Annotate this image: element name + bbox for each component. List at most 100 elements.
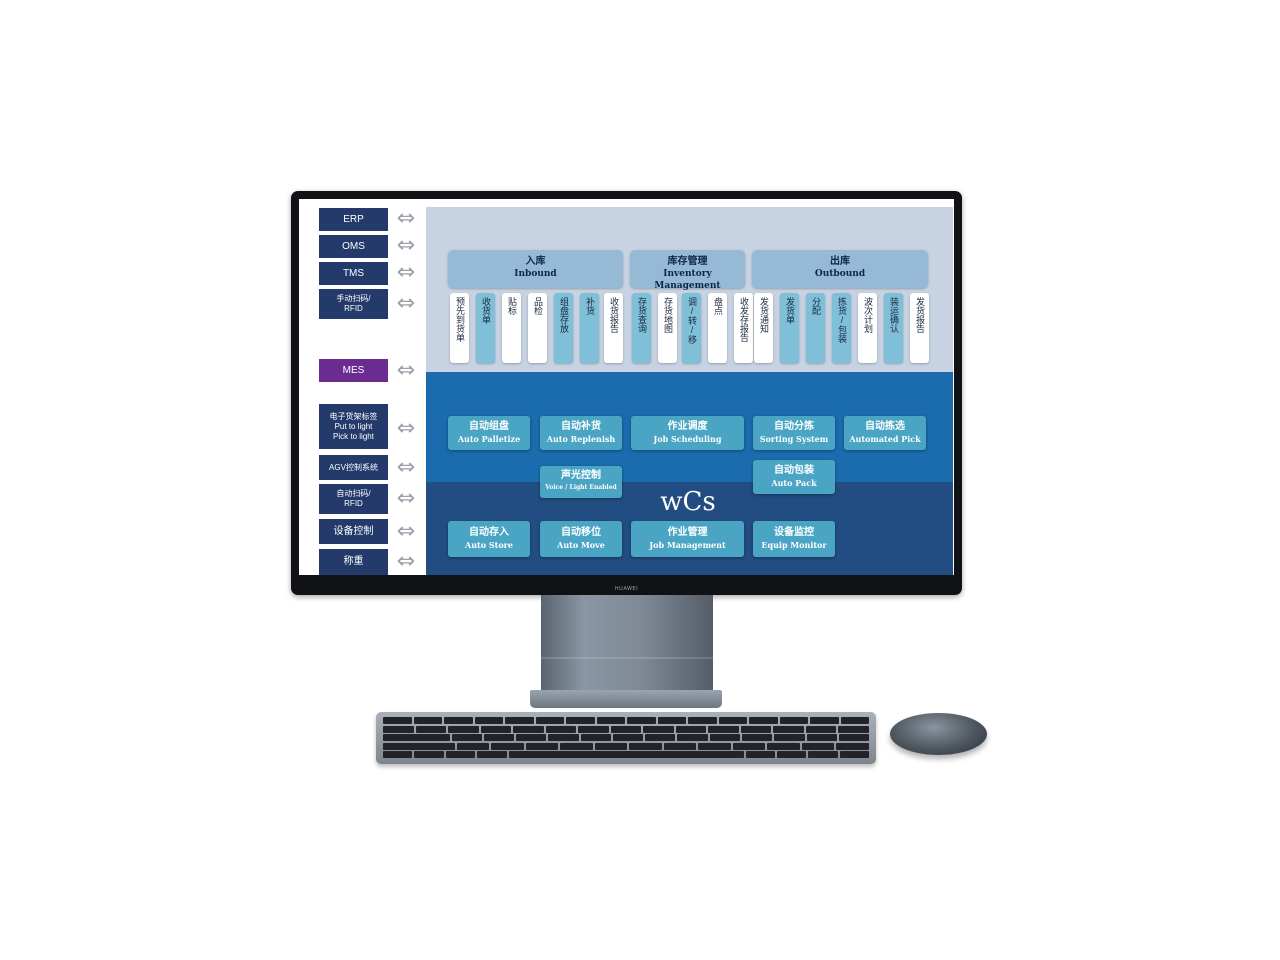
- keyboard-key: [774, 734, 805, 741]
- keyboard-key: [383, 717, 412, 724]
- system-agv-control[interactable]: AGV控制系统: [319, 455, 388, 480]
- wcs-equip-monitor-zh: 设备监控: [774, 527, 814, 538]
- category-inventory-zh: 库存管理: [667, 256, 708, 267]
- wcs-sorting-system[interactable]: 自动分拣 Sorting System: [753, 416, 835, 450]
- category-outbound[interactable]: 出库 Outbound: [752, 250, 928, 288]
- category-outbound-zh: 出库: [830, 256, 850, 267]
- wcs-sorting-system-en: Sorting System: [759, 434, 829, 444]
- wcs-job-scheduling-en: Job Scheduling: [653, 434, 722, 444]
- system-erp[interactable]: ERP: [319, 208, 388, 231]
- wms-function-card[interactable]: 分配: [806, 293, 825, 363]
- system-oms[interactable]: OMS: [319, 235, 388, 258]
- wcs-auto-replenish-en: Auto Replenish: [546, 434, 616, 444]
- wms-function-card[interactable]: 预先到货单: [450, 293, 469, 363]
- keyboard-key: [643, 725, 674, 733]
- wms-function-card[interactable]: 补货: [580, 293, 599, 363]
- wms-function-card[interactable]: 拣货/包装: [832, 293, 851, 363]
- system-weighing[interactable]: 称重: [319, 549, 388, 575]
- keyboard-key: [776, 751, 807, 758]
- system-auto-scan-rfid[interactable]: 自动扫码/ RFID: [319, 484, 388, 514]
- system-manual-scan-rfid[interactable]: 手动扫码/ RFID: [319, 289, 388, 319]
- keyboard-key: [516, 734, 547, 741]
- keyboard-key: [448, 725, 479, 733]
- keyboard: [376, 712, 876, 764]
- keyboard-key: [580, 734, 611, 741]
- keyboard-key: [383, 742, 455, 750]
- wms-function-card[interactable]: 调/转/移: [682, 293, 701, 363]
- wcs-equip-monitor[interactable]: 设备监控 Equip Monitor: [753, 521, 835, 557]
- wcs-job-management-en: Job Management: [649, 540, 726, 550]
- keyboard-key: [749, 717, 778, 724]
- keyboard-key: [840, 717, 869, 724]
- double-arrow-icon: ⇔: [396, 206, 416, 231]
- keyboard-key: [545, 725, 577, 733]
- wcs-sorting-system-zh: 自动分拣: [774, 421, 814, 432]
- wcs-auto-replenish[interactable]: 自动补货 Auto Replenish: [540, 416, 622, 450]
- keyboard-key: [767, 742, 800, 750]
- keyboard-key: [779, 717, 808, 724]
- wcs-auto-replenish-zh: 自动补货: [561, 421, 601, 432]
- wms-function-card[interactable]: 存货查询: [632, 293, 651, 363]
- keyboard-key: [838, 734, 870, 741]
- monitor-stand-base: [530, 690, 722, 708]
- wms-function-card[interactable]: 品检: [528, 293, 547, 363]
- system-put-to-light[interactable]: 电子货架标签 Put to light Pick to light: [319, 404, 388, 449]
- double-arrow-icon: ⇔: [396, 549, 416, 574]
- keyboard-key: [578, 725, 609, 733]
- wcs-automated-pick[interactable]: 自动拣选 Automated Pick: [844, 416, 926, 450]
- category-inventory[interactable]: 库存管理 Inventory Management: [630, 250, 745, 291]
- wms-function-card[interactable]: 收货报告: [604, 293, 623, 363]
- keyboard-key: [838, 725, 869, 733]
- double-arrow-icon: ⇔: [396, 486, 416, 511]
- keyboard-key: [480, 725, 512, 733]
- keyboard-key: [732, 742, 766, 750]
- keyboard-key: [645, 734, 676, 741]
- keyboard-key: [483, 734, 515, 741]
- wcs-job-management[interactable]: 作业管理 Job Management: [631, 521, 744, 557]
- wcs-auto-store[interactable]: 自动存入 Auto Store: [448, 521, 530, 557]
- monitor: ERP OMS TMS 手动扫码/ RFID MES 电子货架标签 Put to…: [291, 191, 962, 595]
- keyboard-key: [663, 742, 697, 750]
- keyboard-key: [677, 734, 708, 741]
- keyboard-key: [383, 751, 413, 758]
- category-inbound[interactable]: 入库 Inbound: [448, 250, 623, 288]
- keyboard-key: [810, 717, 839, 724]
- system-tms[interactable]: TMS: [319, 262, 388, 285]
- keyboard-key: [773, 725, 804, 733]
- category-outbound-en: Outbound: [814, 269, 866, 279]
- wms-function-card[interactable]: 发货单: [780, 293, 799, 363]
- keyboard-key: [474, 717, 503, 724]
- wcs-auto-move[interactable]: 自动移位 Auto Move: [540, 521, 622, 557]
- wms-function-card[interactable]: 存货地图: [658, 293, 677, 363]
- double-arrow-icon: ⇔: [396, 416, 416, 441]
- wms-function-card[interactable]: 发货报告: [910, 293, 929, 363]
- wcs-voice-light[interactable]: 声光控制 Voice / Light Enabled: [540, 466, 622, 498]
- system-device-control[interactable]: 设备控制: [319, 519, 388, 544]
- wcs-auto-store-zh: 自动存入: [469, 527, 509, 538]
- keyboard-row: [383, 751, 869, 758]
- wcs-auto-palletize[interactable]: 自动组盘 Auto Palletize: [448, 416, 530, 450]
- keyboard-key: [675, 725, 707, 733]
- keyboard-key: [415, 725, 447, 733]
- wcs-job-scheduling[interactable]: 作业调度 Job Scheduling: [631, 416, 744, 450]
- double-arrow-icon: ⇔: [396, 455, 416, 480]
- system-mes[interactable]: MES: [319, 359, 388, 382]
- keyboard-key: [560, 742, 593, 750]
- wms-function-card[interactable]: 波次计划: [858, 293, 877, 363]
- wms-function-card[interactable]: 组盘存放: [554, 293, 573, 363]
- double-arrow-icon: ⇔: [396, 260, 416, 285]
- wms-function-card[interactable]: 贴标: [502, 293, 521, 363]
- monitor-stand: [541, 595, 713, 700]
- keyboard-key: [596, 717, 625, 724]
- keyboard-key: [806, 734, 837, 741]
- wcs-auto-palletize-en: Auto Palletize: [457, 434, 521, 444]
- keyboard-key: [745, 751, 775, 758]
- wms-function-card[interactable]: 发货通知: [754, 293, 773, 363]
- wcs-label: wCs: [660, 487, 716, 517]
- double-arrow-icon: ⇔: [396, 358, 416, 383]
- wms-function-card[interactable]: 收发存报告: [734, 293, 753, 363]
- wms-function-card[interactable]: 装运确认: [884, 293, 903, 363]
- wcs-auto-pack[interactable]: 自动包装 Auto Pack: [753, 460, 835, 494]
- wms-function-card[interactable]: 盘点: [708, 293, 727, 363]
- wms-function-card[interactable]: 收货单: [476, 293, 495, 363]
